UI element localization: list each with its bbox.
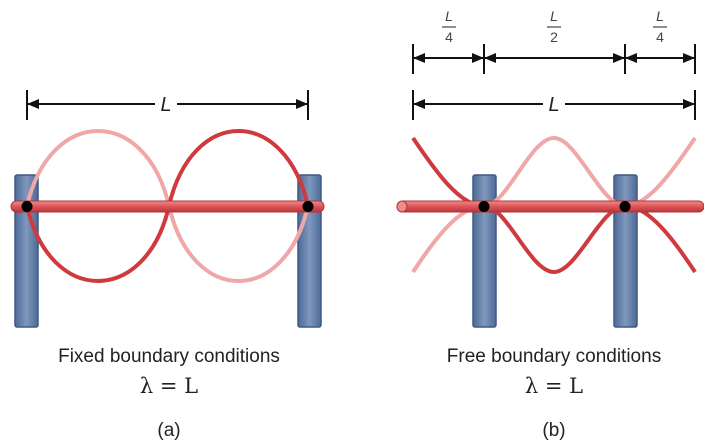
dim-label-l: L [160, 94, 171, 116]
fraction-quarter-right: L 4 [653, 8, 667, 45]
condition-caption-a: Fixed boundary conditions [58, 346, 280, 367]
fraction-numerator: L [550, 8, 558, 24]
panel-b: L 4 L 2 L 4 L [396, 8, 704, 441]
rod-a [10, 200, 325, 213]
fraction-numerator: L [656, 8, 664, 24]
panel-label-b: (b) [542, 420, 565, 441]
dim-label-l: L [548, 94, 559, 116]
dimension-l-b: L [412, 90, 696, 120]
dimension-segments-b: L 4 L 2 L 4 [412, 8, 696, 74]
fraction-half: L 2 [547, 8, 561, 45]
fixed-support-right [297, 174, 322, 328]
wavelength-relation-b: λ = L [525, 374, 583, 398]
panel-a: L Fixed boundary conditions λ = L (a) [10, 90, 325, 441]
free-support-left [472, 174, 497, 328]
rod-b [396, 200, 704, 213]
fraction-denominator: 4 [656, 29, 664, 45]
node-dot [478, 201, 490, 212]
panel-label-a: (a) [157, 420, 180, 441]
fraction-numerator: L [445, 8, 453, 24]
free-support-right [613, 174, 638, 328]
node-dot [21, 201, 33, 212]
rod-end [396, 200, 408, 213]
dimension-l-a: L [26, 90, 309, 120]
wavelength-relation-a: λ = L [140, 374, 198, 398]
node-dot [619, 201, 631, 212]
fraction-denominator: 2 [550, 29, 558, 45]
fraction-denominator: 4 [445, 29, 453, 45]
condition-caption-b: Free boundary conditions [447, 346, 661, 367]
fixed-support-left [14, 174, 39, 328]
fraction-quarter-left: L 4 [442, 8, 456, 45]
node-dot [302, 201, 314, 212]
